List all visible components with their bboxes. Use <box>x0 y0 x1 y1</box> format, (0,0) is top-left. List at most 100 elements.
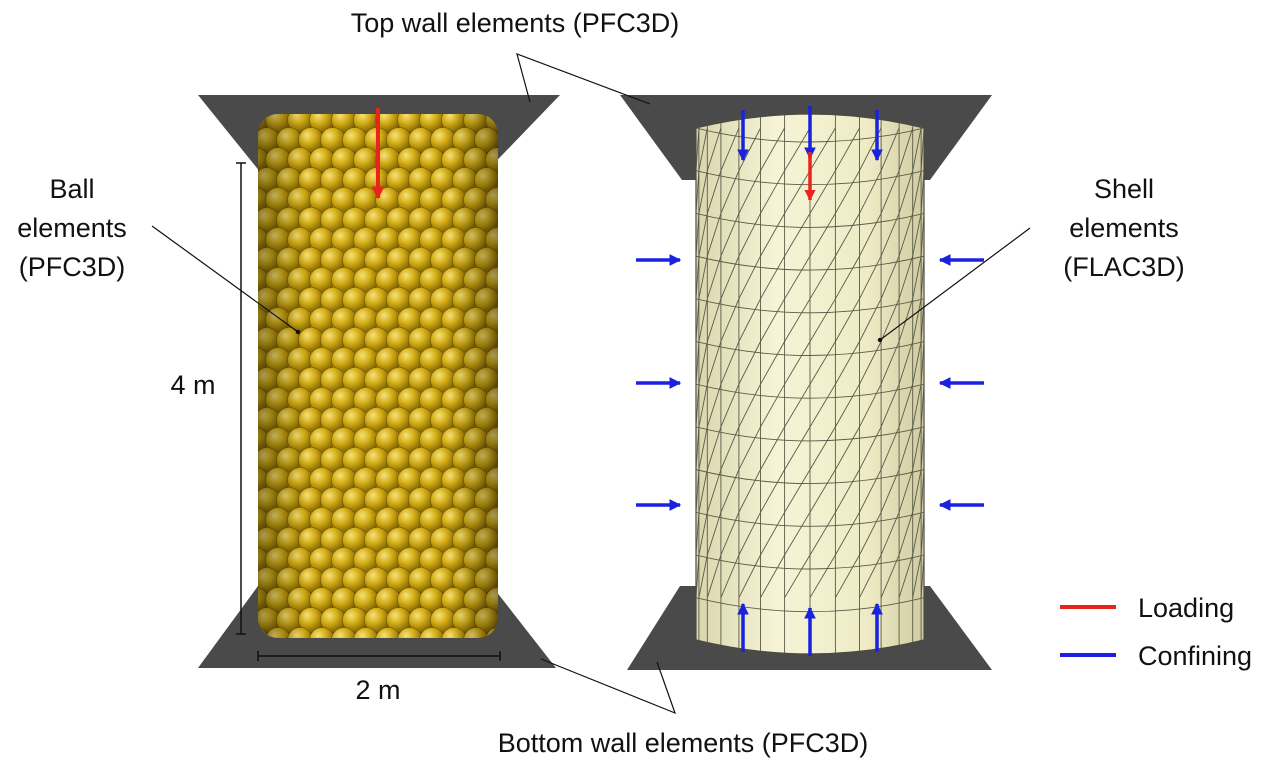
shell-mesh-diagonal <box>720 384 740 428</box>
shell-mesh-diagonal <box>809 298 836 342</box>
shell-mesh-diagonal <box>880 554 900 598</box>
shell-mesh-diagonal <box>809 213 836 257</box>
shell-mesh-ring <box>696 469 924 485</box>
shell-mesh-diagonal <box>698 256 708 299</box>
shell-mesh-diagonal <box>706 554 722 598</box>
shell-mesh-diagonal <box>859 213 882 257</box>
shell-mesh-diagonal <box>912 256 922 299</box>
shell-mesh-diagonal <box>720 469 740 513</box>
shell-mesh-diagonal <box>784 298 811 342</box>
ball-column-shading <box>258 114 498 638</box>
shell-mesh-ring <box>696 511 924 527</box>
shell-mesh-diagonal <box>880 341 900 385</box>
shell-mesh-diagonal <box>859 469 882 513</box>
shell-mesh-diagonal <box>912 127 922 171</box>
shell-mesh-diagonal <box>912 341 922 385</box>
shell-mesh-diagonal <box>809 127 836 171</box>
shell-mesh-diagonal <box>720 554 740 598</box>
shell-label-line-1: Shell <box>1094 174 1154 204</box>
shell-mesh-diagonal <box>706 255 722 299</box>
shell-mesh-diagonal <box>738 341 761 385</box>
ball-leader <box>151 225 299 333</box>
shell-mesh-diagonal <box>898 384 914 428</box>
shell-mesh-diagonal <box>784 341 811 385</box>
shell-mesh-diagonal <box>760 383 785 428</box>
shell-mesh-diagonal <box>898 554 914 598</box>
shell-leader <box>879 227 1031 341</box>
shell-mesh-diagonal <box>784 554 811 598</box>
shell-mesh-diagonal <box>912 512 922 556</box>
shell-mesh-diagonal <box>859 512 882 556</box>
shell-mesh-diagonal <box>835 170 860 214</box>
shell-mesh-diagonal <box>760 127 785 171</box>
shell-mesh-diagonal <box>809 170 836 214</box>
width-label: 2 m <box>355 675 400 705</box>
shell-mesh-diagonal <box>720 426 740 470</box>
shell-mesh-diagonal <box>898 127 914 171</box>
shell-mesh-diagonal <box>898 341 914 385</box>
shell-mesh-diagonal <box>835 512 860 556</box>
shell-mesh-diagonal <box>784 426 811 470</box>
shell-mesh <box>696 114 924 654</box>
shell-mesh-diagonal <box>706 298 722 342</box>
shell-mesh-diagonal <box>920 256 924 299</box>
shell-mesh-diagonal <box>698 384 708 427</box>
shell-mesh-diagonal <box>880 469 900 513</box>
shell-mesh-diagonal <box>880 512 900 556</box>
shell-mesh-diagonal <box>696 426 700 470</box>
shell-mesh-diagonal <box>760 170 785 214</box>
shell-mesh-diagonal <box>809 383 836 428</box>
shell-mesh-diagonal <box>809 512 836 556</box>
shell-mesh-diagonal <box>880 170 900 214</box>
shell-mesh-diagonal <box>784 383 811 428</box>
bottom-wall-leader <box>540 658 677 715</box>
ball-label-line-1: Ball <box>49 174 94 204</box>
shell-mesh-diagonal <box>706 384 722 428</box>
shell-mesh-diagonal <box>809 554 836 598</box>
shell-mesh-diagonal <box>698 298 708 342</box>
shell-mesh-diagonal <box>912 469 922 513</box>
shell-mesh-diagonal <box>784 170 811 214</box>
shell-mesh-ring <box>696 298 924 314</box>
shell-mesh-diagonal <box>920 341 924 385</box>
shell-mesh-diagonal <box>880 255 900 299</box>
shell-mesh-diagonal <box>835 469 860 513</box>
shell-mesh-diagonal <box>859 554 882 598</box>
shell-mesh-diagonal <box>698 341 708 385</box>
shell-mesh-diagonal <box>696 298 700 342</box>
shell-mesh-diagonal <box>760 298 785 342</box>
shell-mesh-diagonal <box>720 213 740 257</box>
legend-label-confining: Confining <box>1138 641 1252 671</box>
legend-label-loading: Loading <box>1138 593 1234 623</box>
shell-mesh-diagonal <box>720 127 740 171</box>
shell-mesh-diagonal <box>706 213 722 257</box>
shell-label-line-3: (FLAC3D) <box>1063 252 1185 282</box>
shell-mesh-diagonal <box>720 341 740 385</box>
shell-mesh-diagonal <box>784 469 811 513</box>
shell-mesh-diagonal <box>738 298 761 342</box>
shell-mesh-ring <box>696 341 924 356</box>
shell-mesh-diagonal <box>698 170 708 214</box>
shell-label-line-2: elements <box>1069 213 1179 243</box>
shell-mesh-diagonal <box>809 255 836 300</box>
shell-mesh-diagonal <box>696 554 700 598</box>
shell-mesh-diagonal <box>720 255 740 299</box>
shell-mesh-diagonal <box>738 213 761 257</box>
shell-mesh-diagonal <box>720 298 740 342</box>
shell-mesh-diagonal <box>880 127 900 171</box>
shell-mesh-diagonal <box>835 383 860 428</box>
shell-mesh-diagonal <box>859 255 882 300</box>
shell-mesh-diagonal <box>920 170 924 214</box>
leader-lines <box>151 53 1031 715</box>
shell-mesh-diagonal <box>738 127 761 171</box>
shell-mesh-diagonal <box>898 213 914 257</box>
shell-mesh-diagonal <box>784 213 811 257</box>
top-wall-label: Top wall elements (PFC3D) <box>351 8 680 38</box>
shell-mesh-diagonal <box>760 554 785 598</box>
shell-mesh-diagonal <box>696 384 700 427</box>
shell-mesh-diagonal <box>696 213 700 257</box>
shell-mesh-diagonal <box>720 170 740 214</box>
shell-mesh-diagonal <box>835 298 860 342</box>
shell-mesh-diagonal <box>696 127 700 171</box>
